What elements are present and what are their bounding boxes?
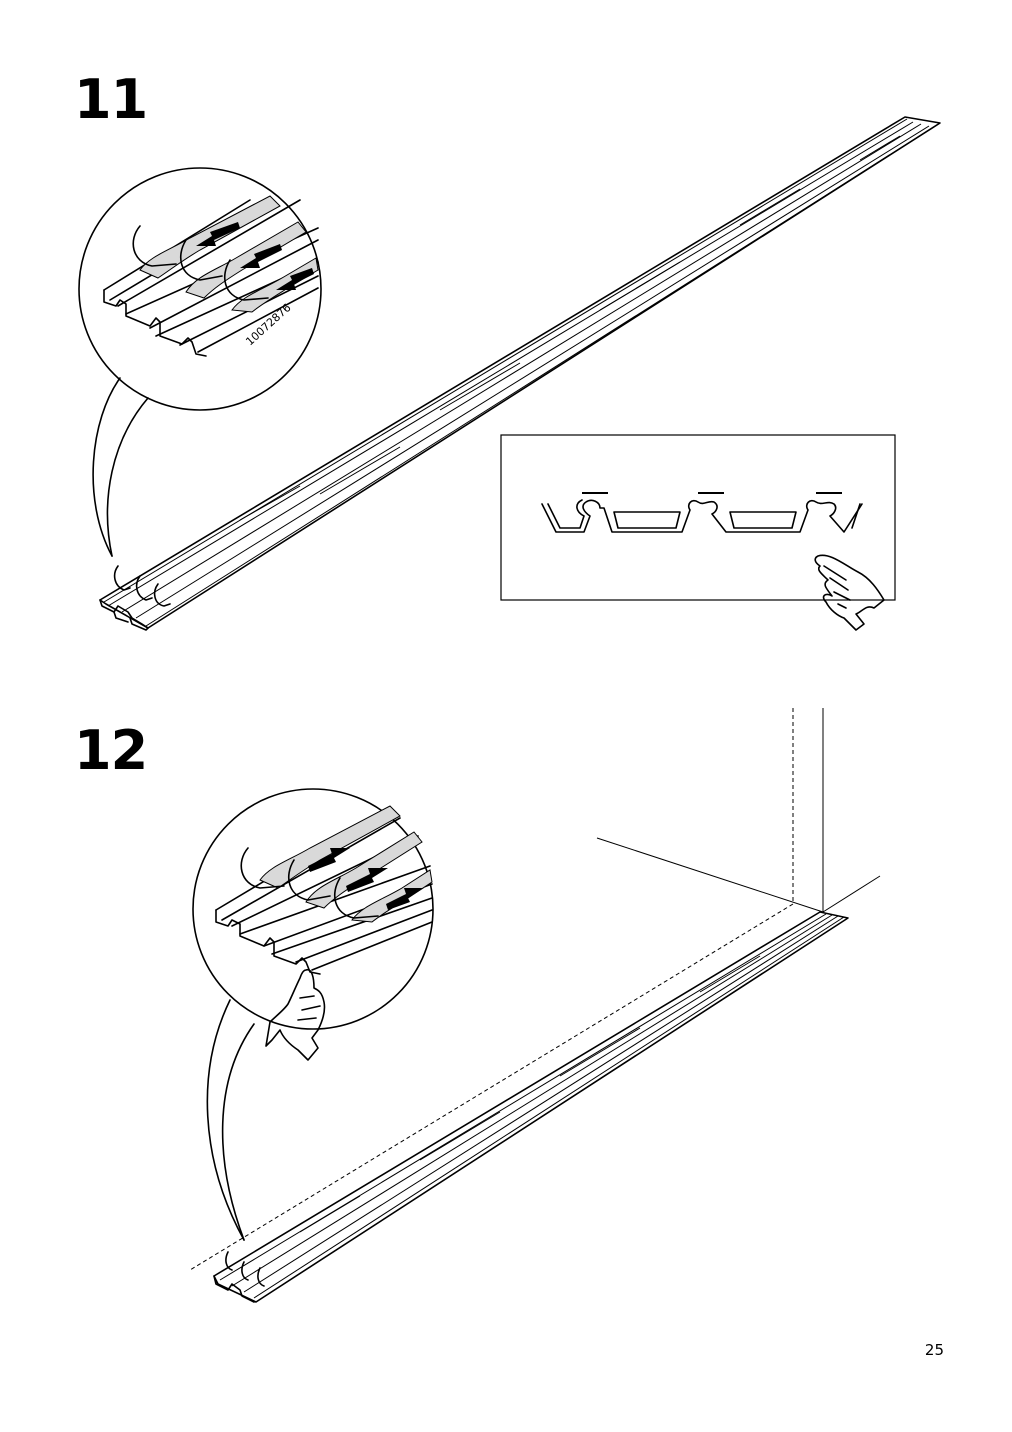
- step-12-detail-callout: [192, 788, 434, 1241]
- step-12-rail: [213, 911, 849, 1303]
- step-11-number: 11: [74, 68, 148, 131]
- step-11-illustration: 10072876: [78, 116, 941, 631]
- step-11-press-hand-icon: [814, 554, 885, 631]
- step-11-rail: [99, 116, 941, 631]
- wall-corner: [189, 708, 881, 1271]
- page-number: 25: [924, 1341, 944, 1359]
- step-11-detail-callout: 10072876: [78, 167, 322, 557]
- step-11-cross-section-inset: [500, 434, 896, 601]
- step-12-illustration: [189, 708, 881, 1303]
- step-12-press-hand-icon: [265, 968, 326, 1061]
- step-12-number: 12: [74, 719, 148, 782]
